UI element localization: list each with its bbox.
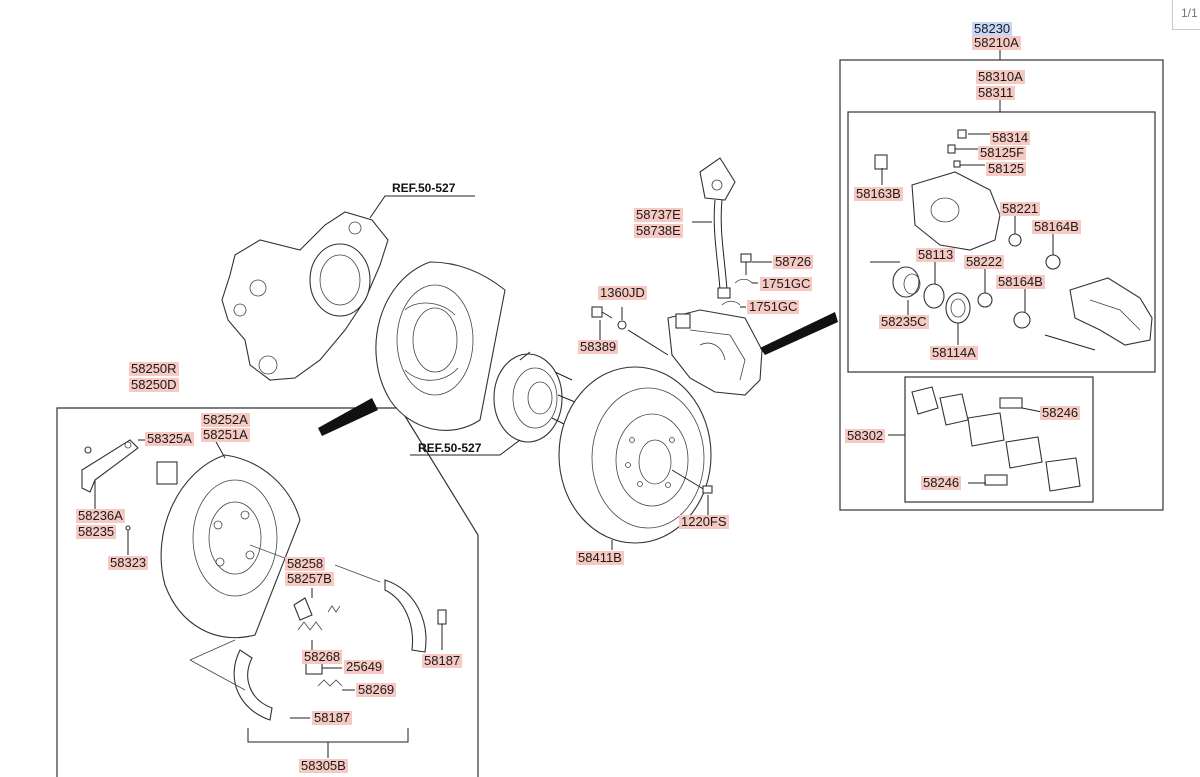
hub-bearing-drawing bbox=[493, 351, 576, 443]
adjuster-drawing bbox=[293, 597, 343, 687]
part-label-58257b[interactable]: 58257B bbox=[285, 571, 334, 586]
ref-label-hub[interactable]: REF.50-527 bbox=[418, 441, 482, 455]
part-label-58235[interactable]: 58235 bbox=[76, 524, 117, 539]
part-label-58114a[interactable]: 58114A bbox=[930, 345, 978, 360]
knuckle-drawing bbox=[221, 211, 389, 381]
backing-plate-drawing bbox=[160, 454, 301, 639]
caliper-assembly-box bbox=[839, 59, 1164, 511]
part-label-58113[interactable]: 58113 bbox=[916, 247, 956, 262]
bolt-58389 bbox=[591, 306, 613, 319]
part-label-58250r[interactable]: 58250R bbox=[129, 361, 179, 376]
part-label-58221[interactable]: 58221 bbox=[1000, 201, 1041, 216]
caliper-drawing bbox=[667, 309, 763, 396]
part-label-58125f[interactable]: 58125F bbox=[978, 145, 1027, 160]
part-label-58269[interactable]: 58269 bbox=[356, 682, 397, 697]
part-label-58305b[interactable]: 58305B bbox=[299, 758, 348, 773]
part-label-58737e[interactable]: 58737E bbox=[634, 207, 683, 222]
part-label-1360jd[interactable]: 1360JD bbox=[598, 285, 647, 300]
bolt-58726 bbox=[740, 253, 752, 275]
part-label-58268[interactable]: 58268 bbox=[302, 649, 343, 664]
part-label-58163b[interactable]: 58163B bbox=[854, 186, 903, 201]
brake-hose-drawing bbox=[699, 157, 736, 299]
part-label-58125[interactable]: 58125 bbox=[986, 161, 1027, 176]
part-label-58230[interactable]: 58230 bbox=[972, 21, 1013, 36]
part-label-58187-2[interactable]: 58187 bbox=[312, 710, 353, 725]
part-label-58314[interactable]: 58314 bbox=[990, 130, 1031, 145]
brake-pads-drawing bbox=[911, 386, 1081, 492]
part-label-58738e[interactable]: 58738E bbox=[634, 223, 683, 238]
part-label-1751gc-2[interactable]: 1751GC bbox=[747, 299, 800, 314]
ref-label-knuckle[interactable]: REF.50-527 bbox=[392, 181, 456, 195]
part-label-58310a[interactable]: 58310A bbox=[976, 69, 1025, 84]
part-label-58187-1[interactable]: 58187 bbox=[422, 653, 463, 668]
part-label-58325a[interactable]: 58325A bbox=[145, 431, 194, 446]
brake-rotor-drawing bbox=[558, 366, 712, 544]
part-label-58726[interactable]: 58726 bbox=[773, 254, 814, 269]
part-label-58210a[interactable]: 58210A bbox=[972, 35, 1021, 50]
part-label-58246-1[interactable]: 58246 bbox=[1040, 405, 1081, 420]
part-label-58236a[interactable]: 58236A bbox=[76, 508, 125, 523]
part-label-58164b-1[interactable]: 58164B bbox=[1032, 219, 1081, 234]
part-label-58252a[interactable]: 58252A bbox=[201, 412, 250, 427]
page-indicator: 1/1 bbox=[1172, 0, 1200, 30]
part-label-58222[interactable]: 58222 bbox=[964, 254, 1005, 269]
part-label-1220fs[interactable]: 1220FS bbox=[679, 514, 729, 529]
part-label-58323[interactable]: 58323 bbox=[108, 555, 149, 570]
part-label-1751gc-1[interactable]: 1751GC bbox=[760, 276, 813, 291]
part-label-58164b-2[interactable]: 58164B bbox=[996, 274, 1045, 289]
dust-shield-drawing bbox=[375, 261, 506, 431]
caliper-exploded-drawing bbox=[874, 129, 1153, 346]
part-label-58258[interactable]: 58258 bbox=[285, 556, 326, 571]
part-label-58311[interactable]: 58311 bbox=[976, 85, 1016, 100]
part-label-58411b[interactable]: 58411B bbox=[576, 550, 624, 565]
part-label-58235c[interactable]: 58235C bbox=[879, 314, 929, 329]
part-label-58389[interactable]: 58389 bbox=[578, 339, 619, 354]
spring-58325A bbox=[156, 461, 178, 485]
part-label-58302[interactable]: 58302 bbox=[845, 428, 886, 443]
caliper-inner-box bbox=[847, 111, 1156, 373]
part-label-58250d[interactable]: 58250D bbox=[129, 377, 179, 392]
part-label-58251a[interactable]: 58251A bbox=[201, 427, 250, 442]
part-label-25649[interactable]: 25649 bbox=[344, 659, 385, 674]
brake-shoe-drawing bbox=[233, 579, 447, 721]
pad-kit-box bbox=[904, 376, 1094, 503]
part-label-58246-2[interactable]: 58246 bbox=[921, 475, 962, 490]
